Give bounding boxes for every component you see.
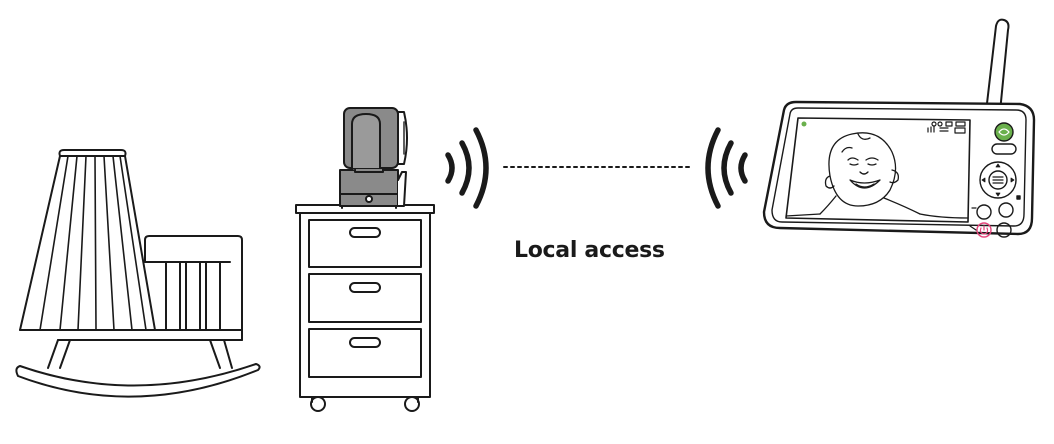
camera-icon (339, 107, 408, 209)
power-icon (979, 225, 989, 235)
cabinet-handles (349, 227, 381, 348)
crib-leg-left (47, 339, 71, 369)
caption-local-access: Local access (514, 238, 665, 263)
screen-status-green-icon (801, 121, 807, 127)
crib-canopy (19, 155, 156, 331)
camera-wave-2 (459, 140, 472, 196)
monitor-wave-2 (721, 140, 734, 196)
monitor-antenna (985, 18, 1010, 113)
cabinet-body (299, 212, 431, 398)
cabinet-wheels (310, 396, 420, 412)
crib-canopy-pleats (39, 155, 147, 331)
monitor-controls (969, 122, 1021, 238)
screen-signal-icons (927, 125, 966, 134)
parent-monitor-icon (762, 18, 1036, 238)
zoom-button[interactable] (996, 222, 1012, 238)
camera-wave-1 (445, 152, 455, 184)
cabinet-drawers (308, 219, 422, 378)
camera-head-arm-overlay (351, 113, 381, 169)
power-button[interactable] (976, 222, 992, 238)
monitor-right-dot (1016, 195, 1021, 200)
side-indicator-icon (969, 207, 977, 231)
monitor-wave-1 (738, 152, 748, 184)
dpad-icon[interactable] (979, 161, 1017, 199)
menu-icon (992, 176, 1004, 184)
screen-status-icons (931, 121, 966, 127)
crib-bars (165, 261, 221, 331)
volume-button[interactable] (998, 202, 1014, 218)
monitor-screen (785, 117, 971, 223)
left-button[interactable] (976, 204, 992, 220)
baby-face-image (785, 132, 969, 219)
camera-antenna (397, 171, 407, 207)
crib-icon (15, 149, 261, 398)
monitor-body-inner (771, 107, 1027, 227)
menu-button[interactable] (988, 170, 1008, 190)
monitor-wave-3 (705, 127, 721, 209)
crib-leg-right (209, 339, 233, 369)
camera-base-button (365, 195, 373, 203)
wifi-signal-icon (445, 127, 489, 209)
crib-rocker (15, 363, 261, 398)
camera-wave-3 (473, 127, 489, 209)
talk-button[interactable] (991, 143, 1017, 155)
wifi-signal-icon (705, 127, 748, 209)
brand-logo-detail (998, 128, 1010, 136)
brand-logo-icon (994, 122, 1014, 142)
camera-base-feet (341, 205, 397, 209)
crib-headboard (144, 235, 243, 341)
crib-canopy-top (58, 149, 127, 157)
dpad-arrows-icon (981, 163, 1015, 197)
camera-lens-face (397, 111, 408, 165)
cabinet-icon (295, 204, 435, 412)
